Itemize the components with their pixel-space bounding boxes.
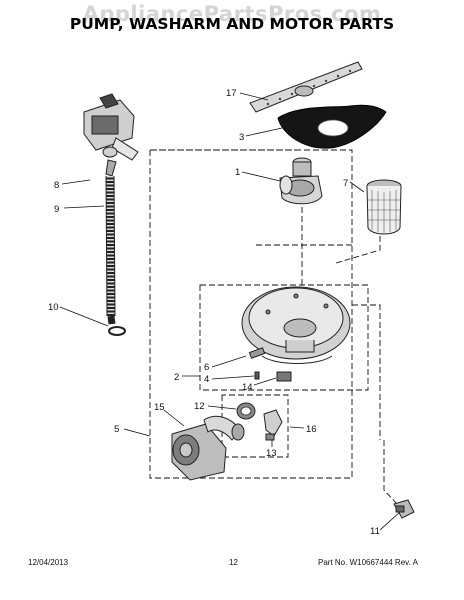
motor-seal	[236, 402, 256, 420]
callout-7: 7	[343, 178, 348, 189]
footer-date: 12/04/2013	[28, 558, 69, 567]
dashed-frames	[149, 149, 399, 506]
footer-part-number: Part No. W10667444 Rev. A	[318, 558, 418, 567]
callout-4: 4	[204, 374, 209, 385]
sump-assembly	[241, 286, 351, 364]
callout-2: 2	[174, 372, 179, 383]
pump-manifold	[279, 157, 323, 205]
callout-5: 5	[114, 424, 119, 435]
wash-arm-seal	[277, 104, 387, 149]
inlet-fitting	[393, 499, 415, 519]
hose-clamp	[108, 326, 126, 336]
footer-page-number: 12	[229, 558, 238, 567]
filter-assembly	[366, 179, 402, 235]
callout-10: 10	[48, 302, 59, 313]
callout-3: 3	[239, 132, 244, 143]
small-parts	[248, 347, 292, 382]
callout-13: 13	[266, 448, 277, 459]
watermark: AppliancePartsPros.com	[82, 2, 382, 26]
callout-9: 9	[54, 204, 59, 215]
callout-14: 14	[242, 382, 253, 393]
turbidity-sensor	[263, 409, 283, 441]
callout-12: 12	[194, 401, 205, 412]
callout-15: 15	[154, 402, 165, 413]
wash-arm	[249, 61, 363, 113]
callout-16: 16	[306, 424, 317, 435]
callout-labels: 17 3 1 7 8 9 10 2 6 4 14 12 15 5 16 13 1…	[48, 88, 380, 537]
drain-hose	[105, 159, 117, 325]
callout-8: 8	[54, 180, 59, 191]
callout-17: 17	[226, 88, 237, 99]
callout-6: 6	[204, 362, 209, 373]
leader-lines	[59, 92, 401, 531]
callout-11: 11	[370, 526, 380, 537]
diagram-title: PUMP, WASHARM AND MOTOR PARTS	[69, 15, 395, 33]
circulation-motor	[171, 415, 245, 481]
callout-1: 1	[235, 167, 240, 178]
drain-pump	[83, 93, 139, 161]
